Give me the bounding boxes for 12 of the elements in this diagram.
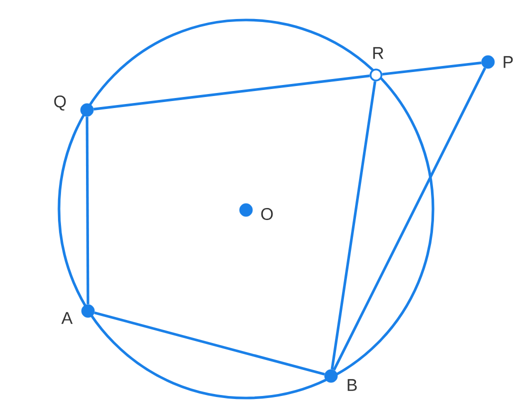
point-label: B <box>348 379 357 391</box>
point-label: Q <box>54 96 66 111</box>
point-label: R <box>373 47 384 59</box>
line-segment <box>86 116 90 304</box>
line-segment <box>330 81 376 370</box>
line-segment <box>94 74 370 110</box>
point-label: P <box>504 56 513 68</box>
point-label: A <box>61 312 73 324</box>
line-segment <box>332 67 486 371</box>
point-label: O <box>261 208 273 220</box>
line-segment <box>382 61 482 76</box>
line-segment <box>94 311 325 376</box>
